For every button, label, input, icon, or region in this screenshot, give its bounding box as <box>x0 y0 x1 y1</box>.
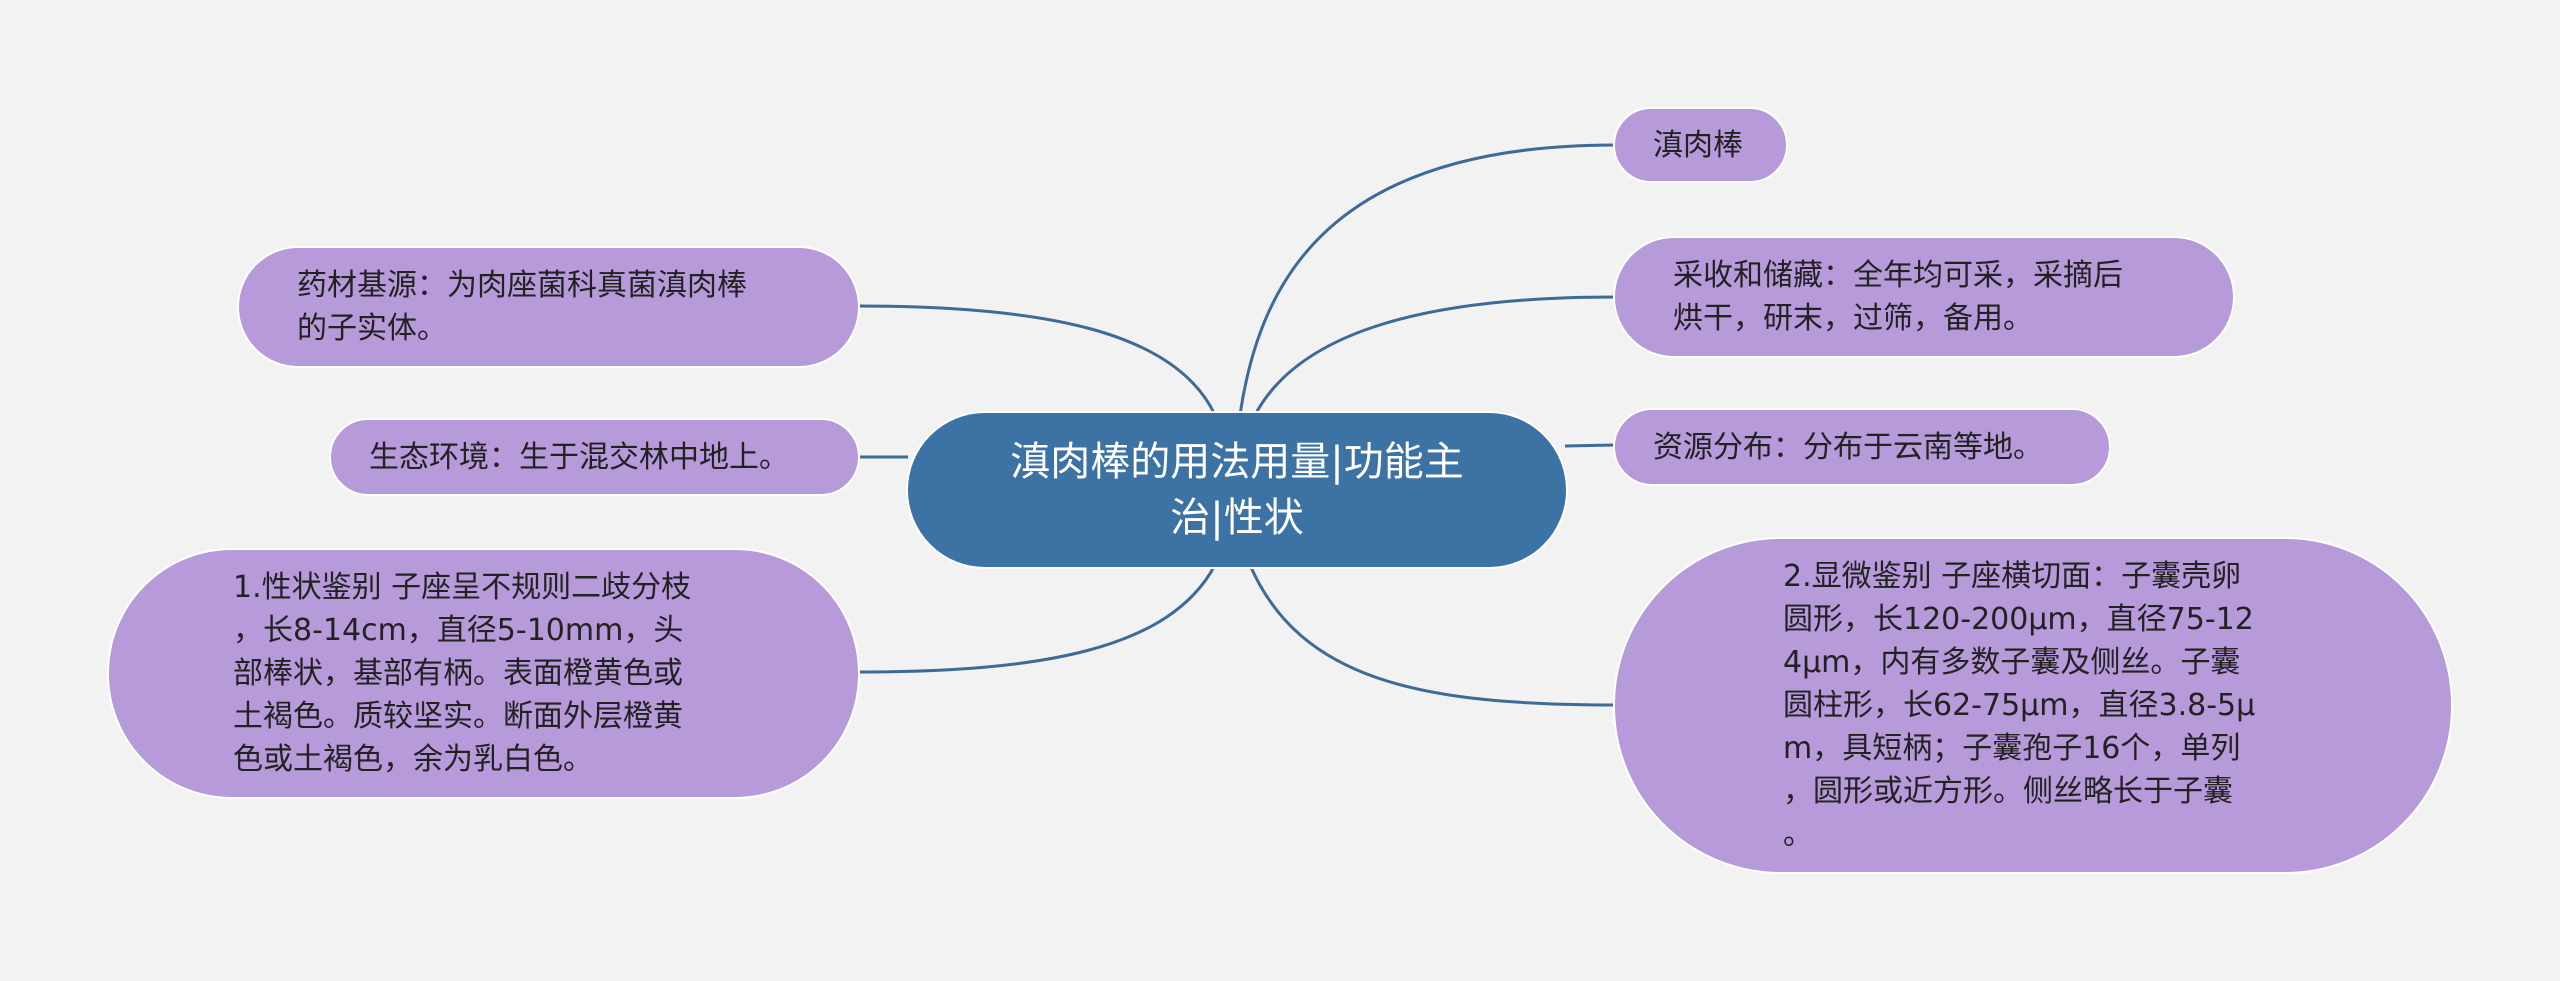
central-topic-line-1: 滇肉棒的用法用量|功能主 <box>1010 439 1464 485</box>
topic-line: 的子实体。 <box>297 311 447 346</box>
topic-source[interactable]: 药材基源：为肉座菌科真菌滇肉棒 的子实体。 <box>237 246 860 368</box>
topic-line: 1.性状鉴别 子座呈不规则二歧分枝 <box>233 570 692 605</box>
topic-microscopic-identification[interactable]: 2.显微鉴别 子座横切面：子囊壳卵 圆形，长120-200μm，直径75-12 … <box>1613 537 2453 874</box>
link-to-left-3 <box>857 564 1217 674</box>
topic-line: 生态环境：生于混交林中地上。 <box>369 439 789 475</box>
topic-line: 2.显微鉴别 子座横切面：子囊壳卵 <box>1783 559 2242 594</box>
link-to-left-1 <box>857 304 1217 416</box>
topic-line: ，长8-14cm，直径5-10mm，头 <box>233 613 684 648</box>
topic-line: m，具短柄；子囊孢子16个，单列 <box>1783 731 2241 766</box>
central-topic[interactable]: 滇肉棒的用法用量|功能主 治|性状 <box>906 411 1568 569</box>
link-to-right-4 <box>1248 564 1616 707</box>
topic-line: 4μm，内有多数子囊及侧丝。子囊 <box>1783 645 2241 680</box>
topic-line: 色或土褐色，余为乳白色。 <box>233 742 593 777</box>
link-to-right-2 <box>1253 295 1616 416</box>
topic-line: 部棒状，基部有柄。表面橙黄色或 <box>233 656 683 691</box>
topic-line: 土褐色。质较坚实。断面外层橙黄 <box>233 699 683 734</box>
central-topic-line-2: 治|性状 <box>1170 495 1304 541</box>
topic-line: 资源分布：分布于云南等地。 <box>1653 429 2043 465</box>
topic-habitat[interactable]: 生态环境：生于混交林中地上。 <box>329 418 860 496</box>
topic-line: 滇肉棒 <box>1653 127 1743 163</box>
topic-line: 圆形，长120-200μm，直径75-12 <box>1783 602 2254 637</box>
topic-line: 圆柱形，长62-75μm，直径3.8-5μ <box>1783 688 2256 723</box>
topic-line: 烘干，研末，过筛，备用。 <box>1673 301 2033 336</box>
link-to-right-1 <box>1238 143 1616 416</box>
topic-dian-rou-bang[interactable]: 滇肉棒 <box>1613 107 1788 183</box>
topic-line: ，圆形或近方形。侧丝略长于子囊 <box>1783 774 2233 809</box>
topic-character-identification[interactable]: 1.性状鉴别 子座呈不规则二歧分枝 ，长8-14cm，直径5-10mm，头 部棒… <box>107 548 860 799</box>
topic-line: 。 <box>1783 817 1813 852</box>
topic-distribution[interactable]: 资源分布：分布于云南等地。 <box>1613 408 2111 486</box>
link-to-right-3 <box>1564 443 1616 448</box>
topic-line: 采收和储藏：全年均可采，采摘后 <box>1673 258 2123 293</box>
topic-harvest-storage[interactable]: 采收和储藏：全年均可采，采摘后 烘干，研末，过筛，备用。 <box>1613 236 2235 358</box>
topic-line: 药材基源：为肉座菌科真菌滇肉棒 <box>297 268 747 303</box>
